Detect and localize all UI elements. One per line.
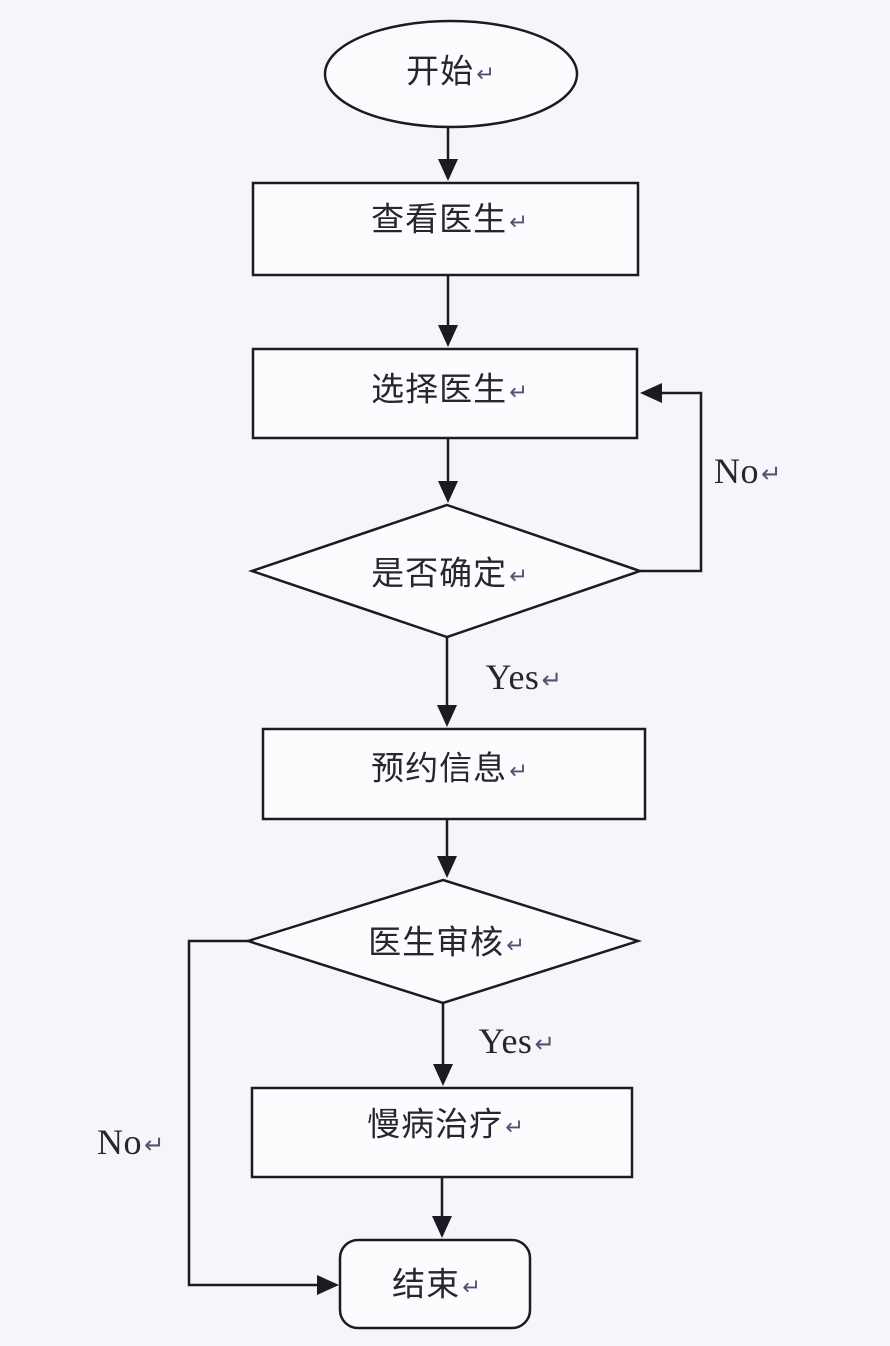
arrowhead-down-icon <box>432 1216 452 1238</box>
node-view-doctor-text: 查看医生 <box>371 199 508 239</box>
node-chronic-treatment-label: 慢病治疗↵ <box>367 1108 525 1141</box>
node-confirm-diamond-shape <box>248 503 644 639</box>
edge-label-confirm-no: No↵ <box>714 453 782 489</box>
node-select-doctor-text: 选择医生 <box>371 369 508 409</box>
node-view-doctor-label: 查看医生↵ <box>371 203 529 236</box>
edge-start-to-view-doctor <box>438 127 458 181</box>
edge-label-confirm-yes: Yes↵ <box>486 659 563 695</box>
return-mark-icon: ↵ <box>509 379 529 406</box>
node-select-doctor-shape <box>251 347 639 440</box>
edge-chronic-treatment-to-end <box>432 1177 452 1238</box>
return-mark-icon: ↵ <box>462 1274 482 1301</box>
arrowhead-down-icon <box>437 856 457 878</box>
node-chronic-treatment-text: 慢病治疗 <box>367 1104 504 1144</box>
edge-confirm-no-loop <box>640 383 703 573</box>
node-end-shape <box>338 1238 532 1330</box>
node-end-label: 结束↵ <box>392 1268 482 1301</box>
node-start-shape <box>323 19 579 129</box>
return-mark-icon: ↵ <box>143 1129 166 1159</box>
node-select-doctor-label: 选择医生↵ <box>371 373 529 406</box>
edge-confirm-yes-text: Yes <box>485 657 540 697</box>
return-mark-icon: ↵ <box>509 563 529 590</box>
arrowhead-right-icon <box>317 1275 339 1295</box>
edge-review-yes-to-chronic-treatment <box>433 1003 453 1086</box>
arrowhead-left-icon <box>640 383 662 403</box>
return-mark-icon: ↵ <box>509 758 529 785</box>
edge-view-doctor-to-select-doctor <box>438 275 458 347</box>
node-appointment-info-text: 预约信息 <box>371 748 508 788</box>
edge-select-doctor-to-confirm <box>438 438 458 503</box>
node-appointment-info-label: 预约信息↵ <box>371 752 529 785</box>
arrowhead-down-icon <box>438 481 458 503</box>
return-mark-icon: ↵ <box>506 932 526 959</box>
edge-review-no-branch <box>187 939 339 1295</box>
edge-confirm-yes-to-appointment-info <box>437 637 457 727</box>
edge-confirm-no-text: No <box>713 451 759 491</box>
node-end-text: 结束 <box>392 1264 461 1304</box>
arrowhead-down-icon <box>438 159 458 181</box>
edge-appointment-info-to-doctor-review <box>437 819 457 878</box>
arrowhead-down-icon <box>433 1064 453 1086</box>
edge-label-review-yes: Yes↵ <box>479 1023 556 1059</box>
return-mark-icon: ↵ <box>760 458 783 488</box>
return-mark-icon: ↵ <box>505 1114 525 1141</box>
node-chronic-treatment-shape <box>250 1086 634 1179</box>
node-start-label: 开始↵ <box>406 55 496 88</box>
edge-label-review-no: No↵ <box>97 1124 165 1160</box>
node-appointment-info-shape <box>261 727 647 821</box>
node-start-text: 开始 <box>406 51 475 91</box>
return-mark-icon: ↵ <box>541 664 563 694</box>
arrowhead-down-icon <box>437 705 457 727</box>
return-mark-icon: ↵ <box>534 1028 556 1058</box>
edge-review-yes-text: Yes <box>478 1021 533 1061</box>
node-doctor-review-label: 医生审核↵ <box>368 926 526 959</box>
node-confirm-text: 是否确定 <box>371 553 508 593</box>
node-doctor-review-diamond-shape <box>243 878 643 1005</box>
node-confirm-label: 是否确定↵ <box>371 557 529 590</box>
return-mark-icon: ↵ <box>476 61 496 88</box>
node-view-doctor-shape <box>251 181 640 277</box>
edge-review-no-text: No <box>96 1122 142 1162</box>
node-doctor-review-text: 医生审核 <box>368 922 505 962</box>
arrowhead-down-icon <box>438 325 458 347</box>
return-mark-icon: ↵ <box>509 209 529 236</box>
